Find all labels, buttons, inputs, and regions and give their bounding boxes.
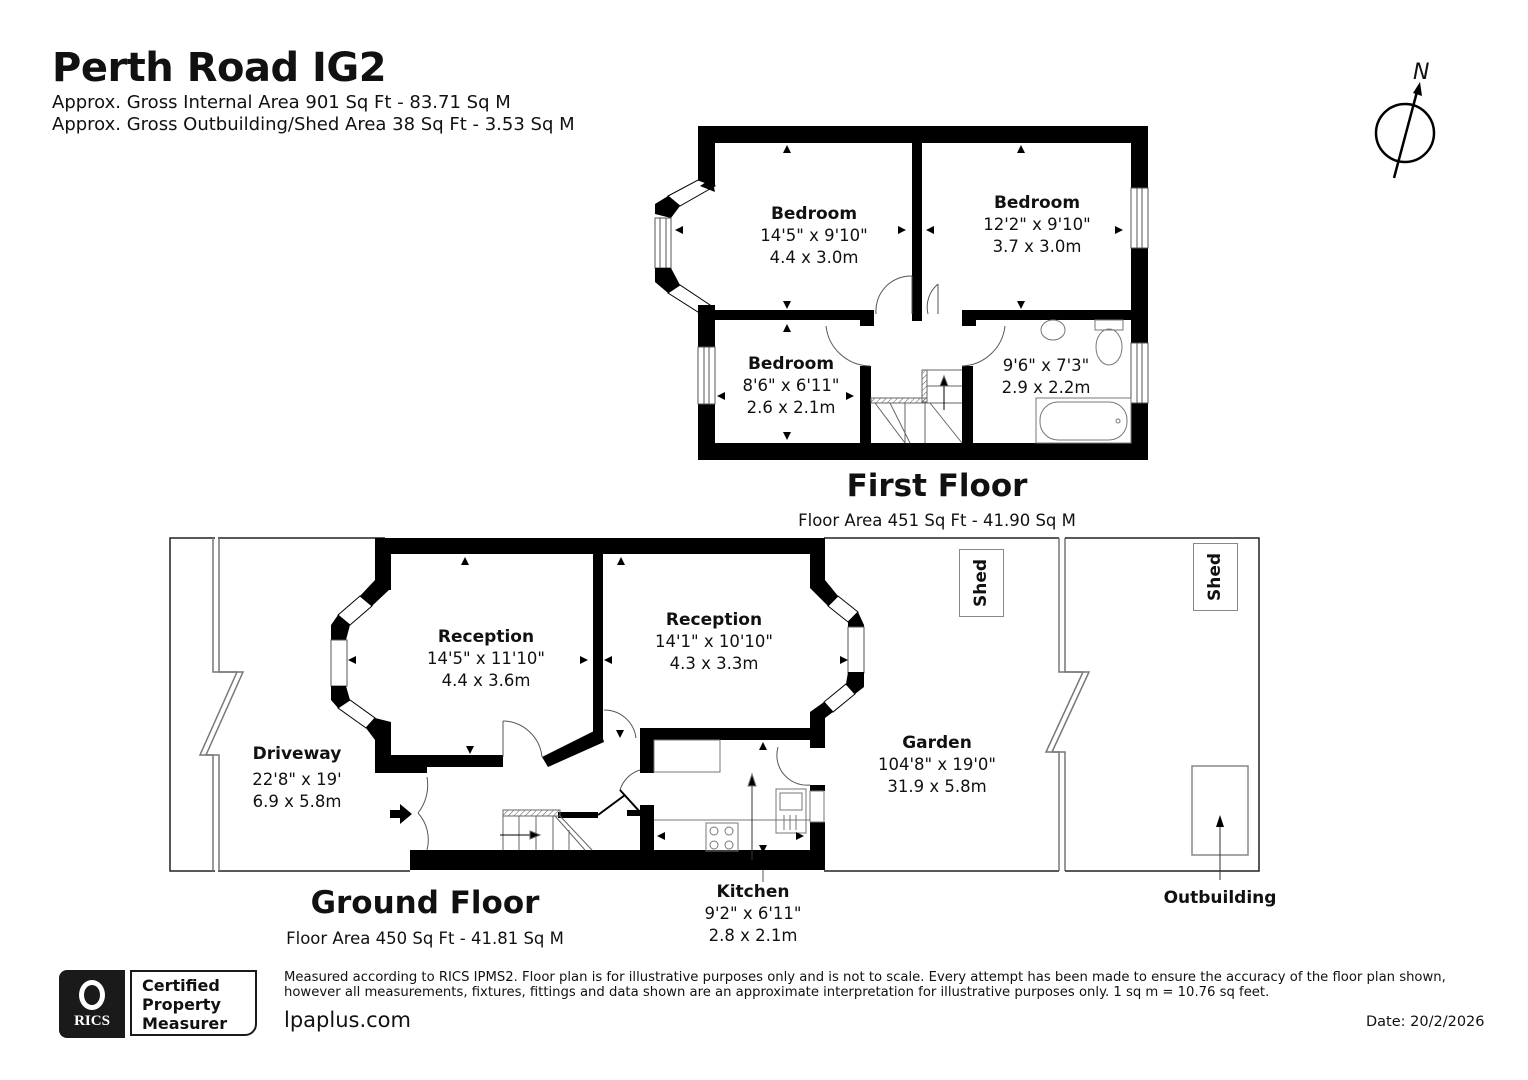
- badge-line-1: Certified: [142, 976, 220, 995]
- room-dim-imperial: 9'6" x 7'3": [1002, 356, 1090, 375]
- room-name: Bedroom: [770, 204, 858, 224]
- north-label: N: [1413, 60, 1430, 85]
- ground-floor-stairs: [500, 809, 593, 851]
- outbuilding-name: Outbuilding: [1163, 888, 1277, 908]
- internal-area-text: Approx. Gross Internal Area 901 Sq Ft - …: [52, 92, 511, 113]
- room-name: Bedroom: [747, 354, 835, 374]
- room-dim-metric: 2.9 x 2.2m: [1001, 378, 1091, 397]
- room-label-kitchen: Kitchen 9'2" x 6'11" 2.8 x 2.1m: [705, 881, 802, 947]
- room-dim-imperial: 12'2" x 9'10": [983, 215, 1091, 234]
- room-dim-imperial: 8'6" x 6'11": [742, 376, 840, 395]
- room-label-bedroom-1: Bedroom 14'5" x 9'10" 4.4 x 3.0m: [760, 203, 868, 269]
- room-label-driveway: Driveway 22'8" x 19' 6.9 x 5.8m: [252, 743, 341, 813]
- ground-floor-title: Ground Floor: [310, 885, 540, 921]
- room-dim-metric: 4.4 x 3.6m: [441, 671, 531, 690]
- first-floor-title: First Floor: [846, 468, 1028, 504]
- first-floor-stairs: [870, 369, 963, 444]
- room-dim-imperial: 14'5" x 9'10": [760, 226, 868, 245]
- shed-garden: Shed: [959, 549, 1004, 617]
- room-name: Kitchen: [716, 882, 790, 902]
- room-name: Garden: [902, 733, 972, 753]
- room-dim-metric: 2.6 x 2.1m: [746, 398, 836, 417]
- first-floor-doors: [825, 275, 1006, 367]
- plan-date: Date: 20/2/2026: [1366, 1014, 1485, 1030]
- website-link[interactable]: lpaplus.com: [284, 1008, 411, 1032]
- room-dim-metric: 3.7 x 3.0m: [992, 237, 1082, 256]
- room-dim-metric: 31.9 x 5.8m: [887, 777, 987, 796]
- outbuilding-shape: [1191, 765, 1249, 880]
- disclaimer-line-2: however all measurements, fixtures, fitt…: [284, 985, 1270, 1000]
- room-dim-metric: 6.9 x 5.8m: [252, 792, 342, 811]
- certified-measurer-box: Certified Property Measurer: [130, 970, 257, 1036]
- bathroom-fixtures: [1035, 319, 1132, 444]
- room-name: Driveway: [252, 744, 342, 764]
- room-label-reception-1: Reception 14'5" x 11'10" 4.4 x 3.6m: [427, 626, 545, 692]
- room-label-reception-2: Reception 14'1" x 10'10" 4.3 x 3.3m: [655, 609, 773, 675]
- shed-rear: Shed: [1193, 543, 1238, 611]
- room-dim-imperial: 14'5" x 11'10": [427, 649, 545, 668]
- first-floor-area: Floor Area 451 Sq Ft - 41.90 Sq M: [798, 511, 1076, 530]
- badge-line-3: Measurer: [142, 1014, 228, 1033]
- room-dim-metric: 4.4 x 3.0m: [769, 248, 859, 267]
- room-name: Bedroom: [993, 193, 1081, 213]
- lion-icon: [79, 980, 105, 1010]
- room-label-bathroom: 9'6" x 7'3" 2.9 x 2.2m: [1002, 355, 1091, 399]
- room-dim-imperial: 22'8" x 19': [252, 770, 342, 789]
- room-name: Reception: [437, 627, 535, 647]
- ground-floor-doors: [417, 709, 811, 851]
- ground-floor-dimension-marks: [348, 557, 848, 853]
- shed-label: Shed: [971, 558, 992, 608]
- first-floor-walls: [654, 126, 1149, 460]
- entrance-arrow-icon: [390, 804, 412, 824]
- room-dim-imperial: 9'2" x 6'11": [704, 904, 802, 923]
- disclaimer: Measured according to RICS IPMS2. Floor …: [284, 970, 1484, 1000]
- rics-badge: RICS Certified Property Measurer: [59, 970, 259, 1038]
- room-dim-imperial: 104'8" x 19'0": [878, 755, 996, 774]
- room-dim-imperial: 14'1" x 10'10": [655, 632, 773, 651]
- rics-logo: RICS: [59, 970, 125, 1038]
- room-label-garden: Garden 104'8" x 19'0" 31.9 x 5.8m: [878, 732, 996, 798]
- disclaimer-line-1: Measured according to RICS IPMS2. Floor …: [284, 970, 1446, 985]
- plan-title: Perth Road IG2: [52, 45, 387, 91]
- shed-label: Shed: [1205, 552, 1226, 602]
- ground-floor-walls: [330, 538, 865, 870]
- ground-floor-boundaries: [169, 537, 1260, 872]
- outbuilding-label: Outbuilding: [1164, 887, 1277, 909]
- room-dim-metric: 2.8 x 2.1m: [708, 926, 798, 945]
- room-label-bedroom-3: Bedroom 8'6" x 6'11" 2.6 x 2.1m: [743, 353, 840, 419]
- first-floor-dimension-marks: [675, 145, 1123, 440]
- north-arrow-icon: [1374, 82, 1436, 179]
- ground-floor-area: Floor Area 450 Sq Ft - 41.81 Sq M: [286, 929, 564, 948]
- kitchen-fixtures: [653, 739, 825, 860]
- room-dim-metric: 4.3 x 3.3m: [669, 654, 759, 673]
- outbuilding-area-text: Approx. Gross Outbuilding/Shed Area 38 S…: [52, 114, 575, 135]
- rics-text: RICS: [74, 1013, 110, 1029]
- badge-line-2: Property: [142, 995, 221, 1014]
- room-name: Reception: [665, 610, 763, 630]
- room-label-bedroom-2: Bedroom 12'2" x 9'10" 3.7 x 3.0m: [983, 192, 1091, 258]
